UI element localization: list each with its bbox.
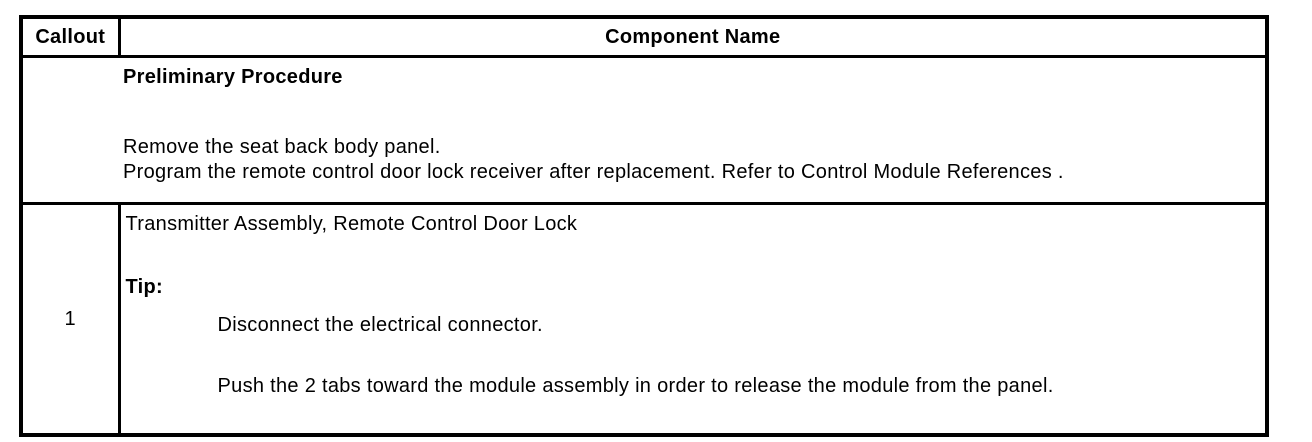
preliminary-step: Remove the seat back body panel.: [123, 136, 441, 158]
tip-item: Push the 2 tabs toward the module assemb…: [217, 375, 1054, 397]
component-name-text: Transmitter Assembly, Remote Control Doo…: [125, 213, 578, 235]
preliminary-procedure-cell: Preliminary Procedure Remove the seat ba…: [19, 55, 1269, 205]
callout-column-header: Callout: [19, 15, 121, 58]
tip-item: Disconnect the electrical connector.: [217, 314, 543, 336]
preliminary-procedure-title: Preliminary Procedure: [123, 66, 343, 88]
component-detail-cell: Transmitter Assembly, Remote Control Doo…: [117, 202, 1269, 437]
callout-number-cell: 1: [19, 202, 121, 437]
table-header-row: Callout Component Name: [19, 15, 1269, 58]
preliminary-step: Program the remote control door lock rec…: [123, 161, 1064, 183]
component-row: 1 Transmitter Assembly, Remote Control D…: [19, 202, 1269, 437]
tip-label: Tip:: [125, 276, 163, 298]
preliminary-procedure-row: Preliminary Procedure Remove the seat ba…: [19, 55, 1269, 205]
component-callout-table: Callout Component Name Preliminary Proce…: [19, 15, 1269, 437]
component-name-column-header: Component Name: [117, 15, 1269, 58]
